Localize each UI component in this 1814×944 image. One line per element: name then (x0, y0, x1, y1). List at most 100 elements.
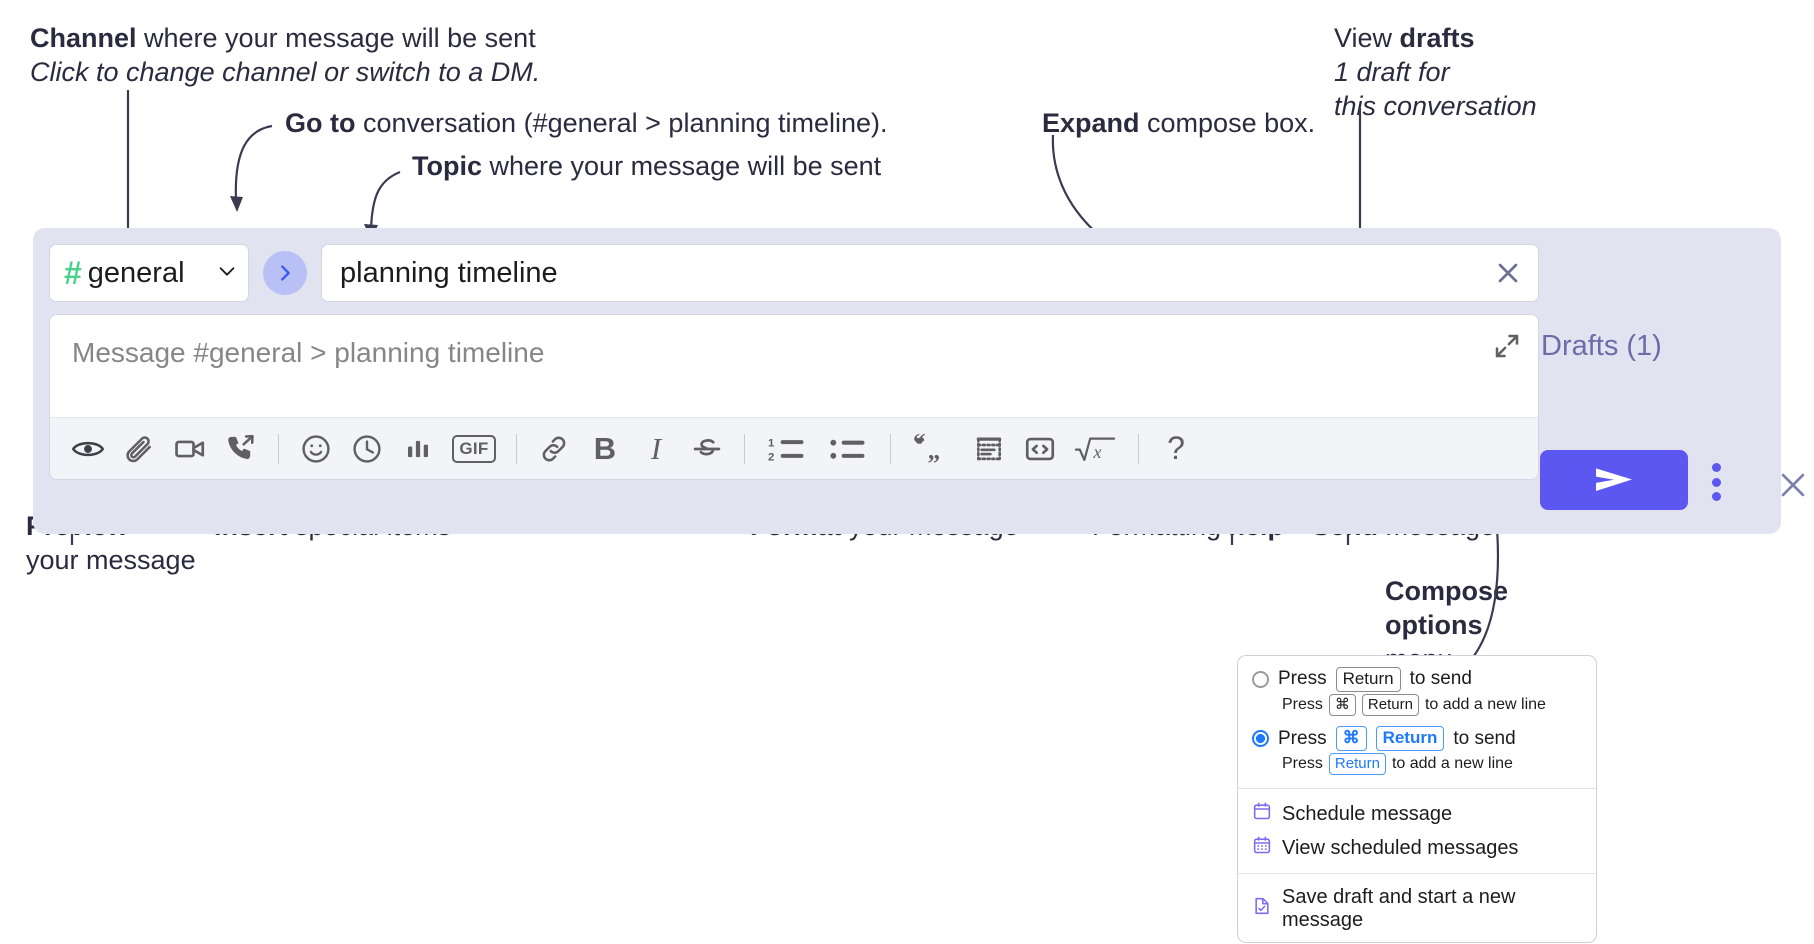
annotation-goto: Go to conversation (#general > planning … (285, 107, 888, 141)
svg-text:x: x (1092, 442, 1101, 462)
sub-prefix: Press (1282, 755, 1323, 773)
help-label: ? (1167, 430, 1185, 466)
annotation-topic-bold: Topic (412, 151, 482, 181)
send-option-suffix: to send (1453, 727, 1516, 749)
svg-text:1: 1 (768, 437, 775, 449)
send-option-cmd-return[interactable]: Press ⌘ Return to send (1238, 725, 1596, 752)
annotation-channel-italic: Click to change channel or switch to a D… (30, 56, 541, 87)
italic-label: I (650, 430, 662, 466)
compose-options-menu: Press Return to send Press ⌘ Return to a… (1237, 655, 1597, 944)
bulleted-list-icon[interactable] (819, 426, 877, 472)
composer-panel: # general planning timeline Message #gen… (33, 228, 1805, 534)
composer-inner: # general planning timeline Message #gen… (49, 242, 1539, 480)
menu-item-view-scheduled-messages[interactable]: View scheduled messages (1238, 831, 1596, 865)
key-return: Return (1375, 726, 1445, 752)
annotation-goto-bold: Go to (285, 108, 356, 138)
latex-icon[interactable]: x (1067, 426, 1125, 472)
link-icon[interactable] (530, 426, 578, 472)
close-icon (1498, 263, 1518, 283)
annotation-drafts: View drafts 1 draft for this conversatio… (1334, 22, 1537, 123)
code-icon[interactable] (1016, 426, 1064, 472)
gif-label: GIF (452, 434, 496, 463)
send-option-cmd-return-sub: Press Return to add a new line (1238, 752, 1596, 780)
radio-unselected[interactable] (1252, 670, 1269, 688)
annotation-compose-options-bold2: options (1385, 609, 1483, 640)
sub-suffix: to add a new line (1391, 755, 1513, 773)
annotation-topic-rest: where your message will be sent (482, 151, 882, 181)
key-return: Return (1328, 753, 1386, 776)
key-command: ⌘ (1335, 726, 1367, 752)
drafts-link[interactable]: Drafts (1) (1541, 330, 1662, 362)
goto-conversation-button[interactable] (263, 251, 307, 295)
annotation-channel-bold: Channel (30, 23, 137, 53)
chevron-down-icon (216, 260, 238, 287)
dot (1711, 463, 1721, 472)
annotation-channel-rest: where your message will be sent (136, 23, 536, 53)
preview-icon[interactable] (64, 426, 112, 472)
audio-call-icon[interactable] (217, 426, 265, 472)
menu-divider (1238, 788, 1596, 790)
send-option-return-sub: Press ⌘ Return to add a new line (1238, 693, 1596, 721)
help-icon[interactable]: ? (1152, 426, 1200, 472)
svg-text:„: „ (928, 436, 941, 464)
toolbar-divider (1138, 433, 1139, 464)
radio-selected[interactable] (1252, 730, 1269, 748)
menu-item-label: Schedule message (1282, 802, 1453, 825)
bold-label: B (593, 430, 617, 466)
topic-field[interactable]: planning timeline (321, 244, 1539, 302)
emoji-icon[interactable] (292, 426, 340, 472)
video-icon[interactable] (166, 426, 214, 472)
key-command: ⌘ (1328, 693, 1356, 717)
close-icon (1781, 473, 1805, 497)
annotation-drafts-italic2: this conversation (1334, 90, 1537, 121)
send-icon (1596, 468, 1632, 492)
code-block-icon[interactable] (965, 426, 1013, 472)
italic-icon[interactable]: I (632, 426, 680, 472)
menu-item-save-draft[interactable]: Save draft and start a new message (1238, 882, 1596, 936)
sub-suffix: to add a new line (1424, 696, 1546, 714)
bold-icon[interactable]: B (581, 426, 629, 472)
annotation-drafts-bold: drafts (1399, 23, 1475, 53)
message-placeholder: Message #general > planning timeline (72, 337, 545, 368)
close-composer-button[interactable] (1776, 468, 1810, 502)
gif-icon[interactable]: GIF (445, 426, 503, 472)
annotation-channel: Channel where your message will be sent … (30, 22, 540, 90)
expand-icon (1495, 334, 1519, 358)
clear-topic-button[interactable] (1492, 257, 1524, 289)
message-input-box[interactable]: Message #general > planning timeline (49, 314, 1539, 480)
channel-select[interactable]: # general (49, 244, 249, 302)
annotation-expand: Expand compose box. (1042, 107, 1315, 141)
clock-icon[interactable] (343, 426, 391, 472)
send-option-prefix: Press (1278, 668, 1327, 690)
send-option-return[interactable]: Press Return to send (1238, 666, 1596, 693)
send-button[interactable] (1540, 450, 1688, 510)
dot (1711, 492, 1721, 501)
menu-item-label: View scheduled messages (1282, 836, 1519, 859)
send-option-suffix: to send (1409, 668, 1472, 690)
toolbar-divider (516, 433, 517, 464)
menu-item-schedule-message[interactable]: Schedule message (1238, 797, 1596, 831)
annotation-drafts-lead: View (1334, 23, 1400, 53)
svg-text:“: “ (913, 433, 926, 456)
topic-value: planning timeline (340, 256, 558, 289)
annotation-goto-rest: conversation (#general > planning timeli… (355, 108, 888, 138)
attachment-icon[interactable] (115, 426, 163, 472)
strikethrough-icon[interactable] (683, 426, 731, 472)
compose-options-button[interactable] (1706, 460, 1726, 504)
ordered-list-icon[interactable]: 1 2 (758, 426, 816, 472)
annotation-compose-options-bold1: Compose (1385, 576, 1509, 606)
save-draft-icon (1252, 896, 1272, 922)
expand-compose-button[interactable] (1490, 329, 1524, 363)
toolbar-divider (890, 433, 891, 464)
menu-divider (1238, 873, 1596, 875)
send-option-prefix: Press (1278, 727, 1327, 749)
blockquote-icon[interactable]: “ „ (904, 426, 962, 472)
toolbar-divider (278, 433, 279, 464)
annotation-expand-bold: Expand (1042, 108, 1140, 138)
sub-prefix: Press (1282, 696, 1323, 714)
chevron-right-icon (281, 265, 290, 281)
calendar-grid-icon (1252, 835, 1272, 861)
annotation-drafts-italic1: 1 draft for (1334, 56, 1450, 87)
formatting-toolbar: GIF B I 1 (50, 417, 1538, 479)
poll-icon[interactable] (394, 426, 442, 472)
